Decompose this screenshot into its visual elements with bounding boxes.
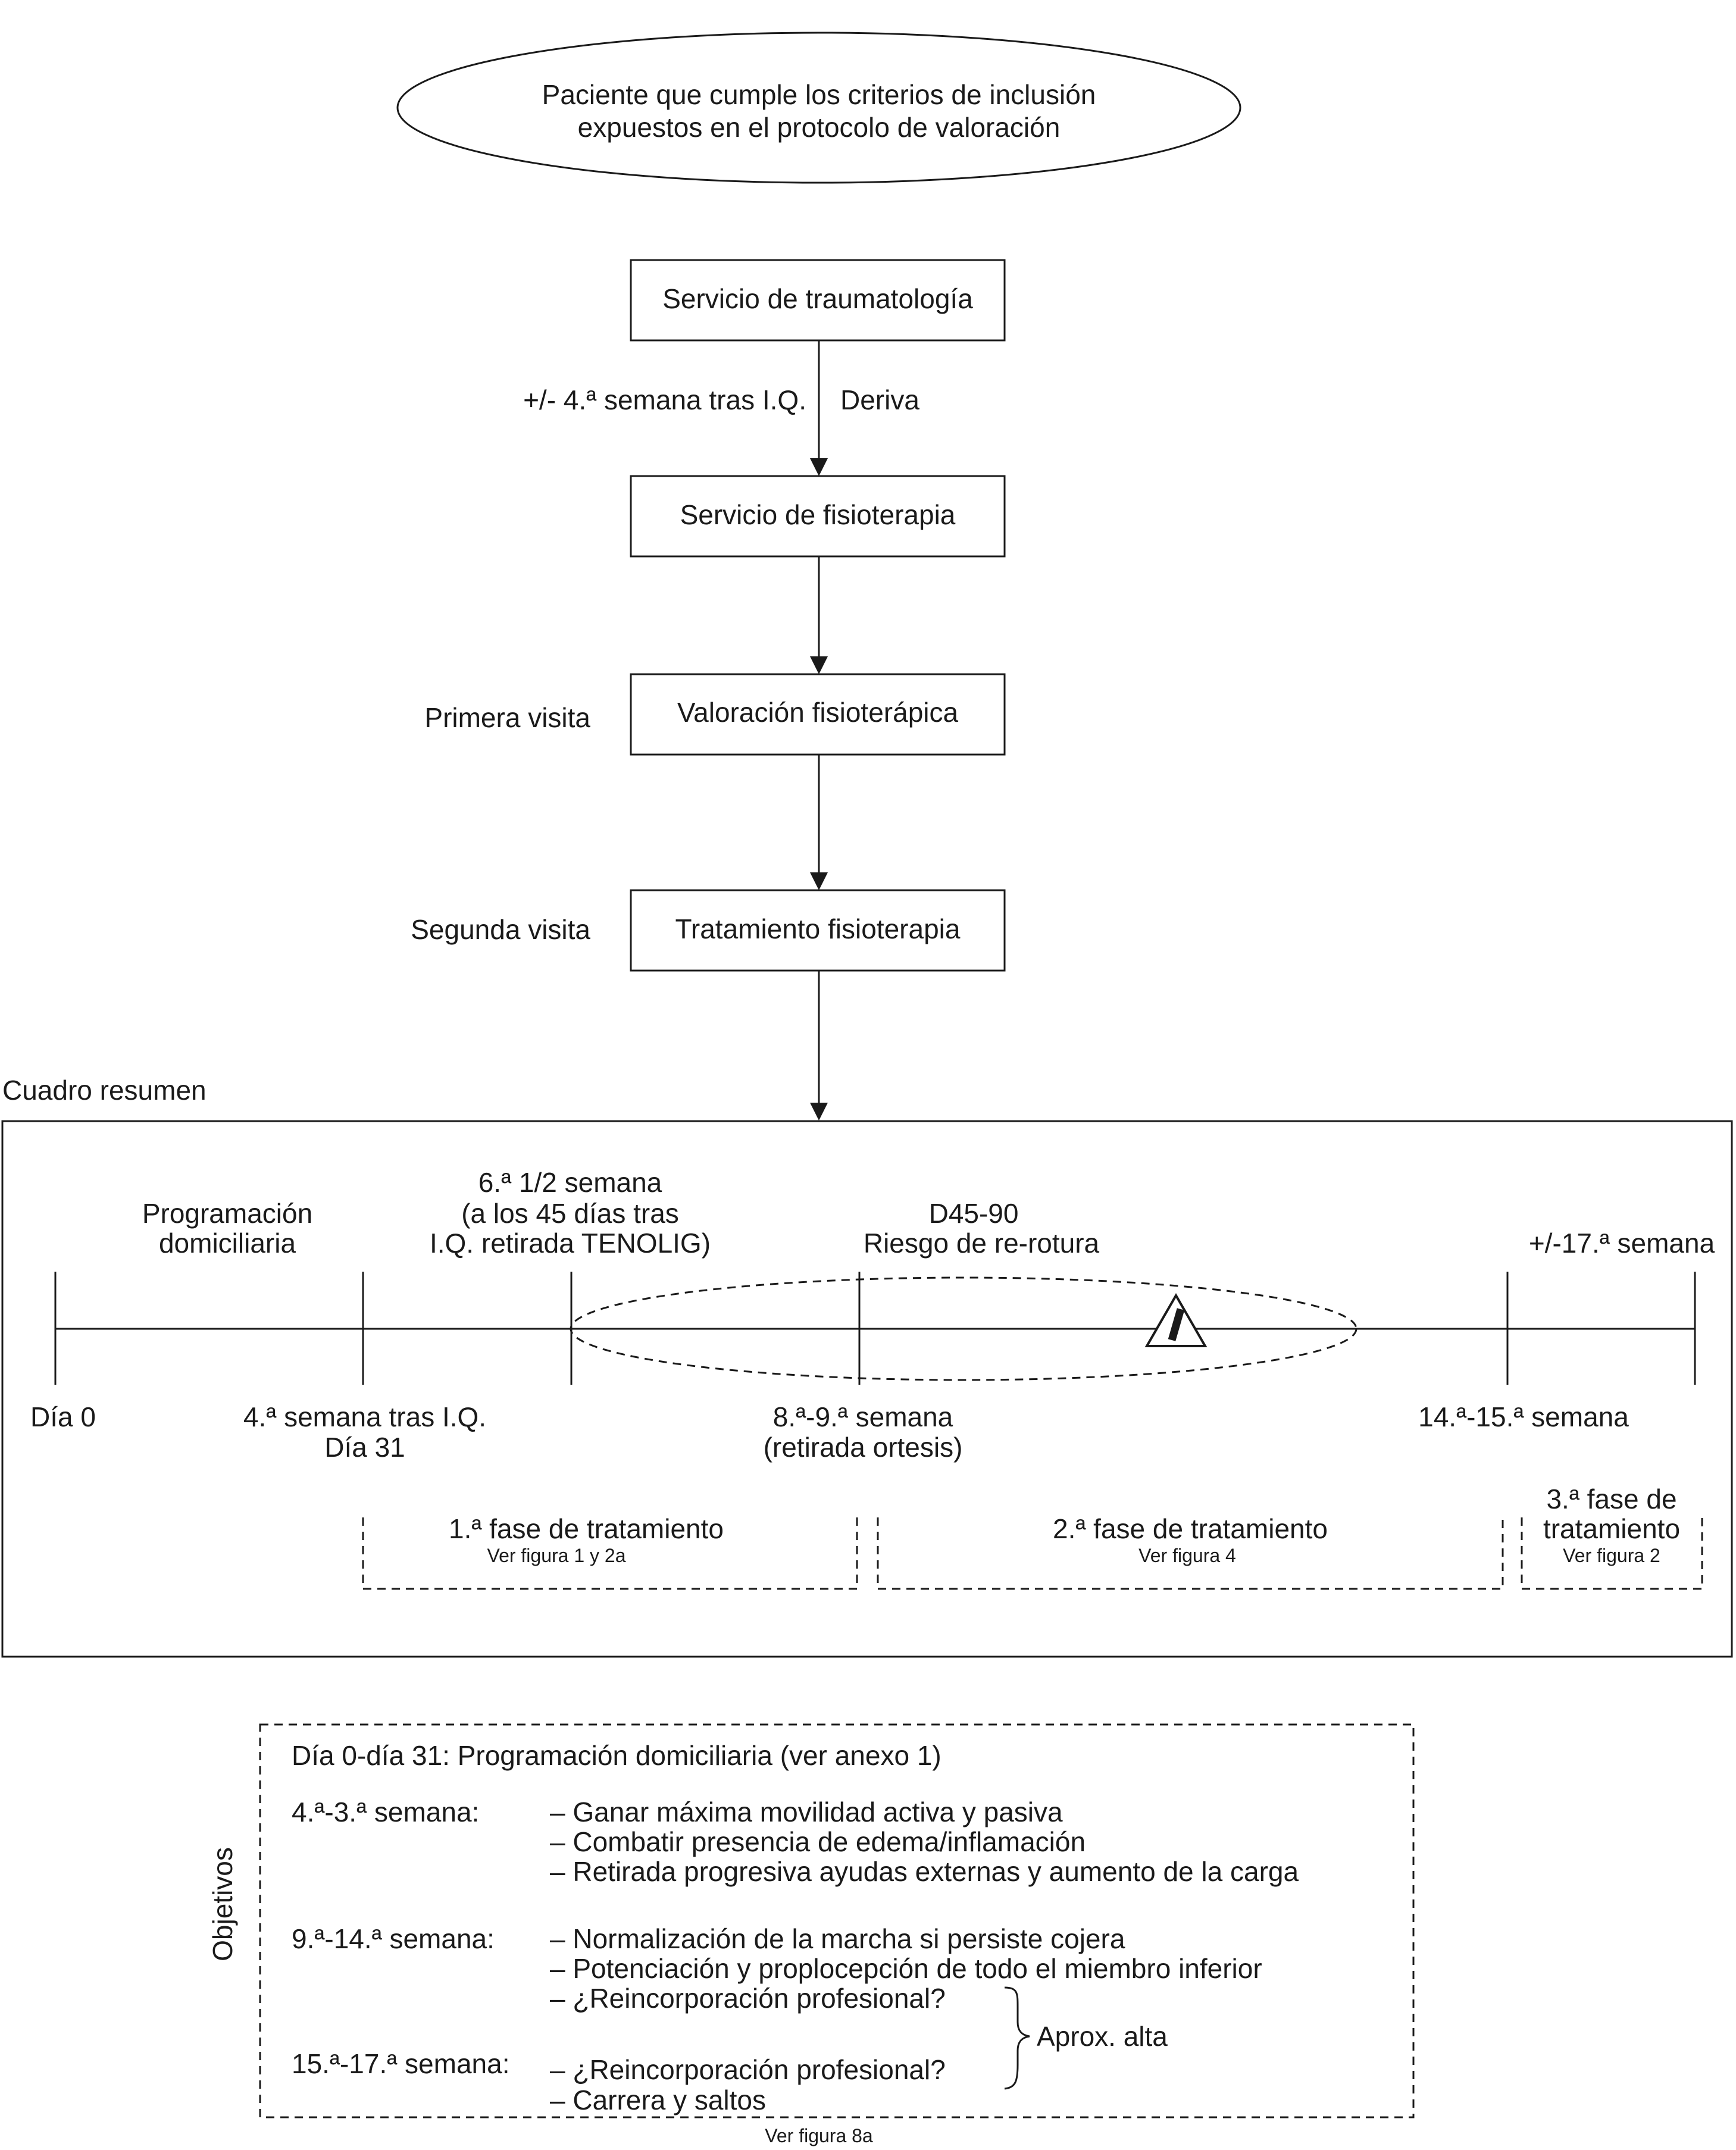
- group2-item-3: – ¿Reincorporación profesional?: [550, 1983, 946, 2014]
- fase3-title-line1: 3.ª fase de: [1546, 1484, 1676, 1514]
- d45-label-line1: D45-90: [929, 1198, 1019, 1229]
- objetivos-header: Día 0-día 31: Programación domiciliaria …: [292, 1740, 941, 1771]
- valoracion-label: Valoración fisioterápica: [677, 697, 959, 728]
- traumatologia-box: [630, 259, 1006, 342]
- group3-item-1: – ¿Reincorporación profesional?: [550, 2054, 946, 2085]
- fisioterapia-box: [630, 475, 1006, 558]
- fase1-title: 1.ª fase de tratamiento: [449, 1513, 724, 1544]
- dia0-label: Día 0: [30, 1401, 96, 1432]
- primera-visita-label: Primera visita: [424, 702, 590, 733]
- programacion-label-line1: Programación: [142, 1198, 312, 1229]
- programacion-label-line2: domiciliaria: [159, 1228, 296, 1259]
- semana1415-label: 14.ª-15.ª semana: [1418, 1401, 1629, 1432]
- tratamiento-label: Tratamiento fisioterapia: [675, 913, 961, 944]
- semana17-label: +/-17.ª semana: [1529, 1228, 1715, 1259]
- d45-label-line2: Riesgo de re-rotura: [864, 1228, 1100, 1259]
- fase3-ref: Ver figura 2: [1563, 1545, 1660, 1566]
- semana89-label-line1: 8.ª-9.ª semana: [773, 1401, 953, 1432]
- semana6-label-line3: I.Q. retirada TENOLIG): [430, 1228, 711, 1259]
- group2-label: 9.ª-14.ª semana:: [292, 1923, 495, 1954]
- start-node-ellipse: [396, 32, 1241, 184]
- objetivos-side-label: Objetivos: [207, 1847, 238, 1961]
- fase3-bracket: [1521, 1517, 1703, 1590]
- semana-tras-iq-label: +/- 4.ª semana tras I.Q.: [523, 384, 806, 415]
- semana89-label-line2: (retirada ortesis): [764, 1432, 963, 1463]
- fase2-ref: Ver figura 4: [1138, 1545, 1236, 1566]
- summary-title: Cuadro resumen: [2, 1075, 207, 1106]
- traumatologia-label: Servicio de traumatología: [662, 283, 973, 314]
- summary-box: [1, 1120, 1733, 1658]
- deriva-label: Deriva: [840, 384, 919, 415]
- group1-item-1: – Ganar máxima movilidad activa y pasiva: [550, 1797, 1063, 1827]
- group3-label: 15.ª-17.ª semana:: [292, 2048, 509, 2079]
- valoracion-box: [630, 673, 1006, 756]
- tratamiento-box: [630, 889, 1006, 972]
- footer-ref: Ver figura 8a: [765, 2125, 873, 2146]
- group2-item-2: – Potenciación y proplocepción de todo e…: [550, 1953, 1262, 1984]
- group1-item-3: – Retirada progresiva ayudas externas y …: [550, 1856, 1299, 1887]
- semana6-label-line1: 6.ª 1/2 semana: [478, 1167, 662, 1198]
- fase1-bracket: [362, 1517, 858, 1590]
- alta-brace: [1004, 1986, 1030, 2090]
- fase2-title: 2.ª fase de tratamiento: [1053, 1513, 1328, 1544]
- fase1-ref: Ver figura 1 y 2a: [487, 1545, 625, 1566]
- semana4-label-line2: Día 31: [324, 1432, 405, 1463]
- brace-label: Aprox. alta: [1037, 2021, 1168, 2052]
- group1-label: 4.ª-3.ª semana:: [292, 1797, 479, 1827]
- objetivos-box: [259, 1723, 1415, 2118]
- start-node-line2: expuestos en el protocolo de valoración: [578, 112, 1061, 143]
- segunda-visita-label: Segunda visita: [411, 914, 590, 945]
- group3-item-2: – Carrera y saltos: [550, 2085, 766, 2115]
- start-node-line1: Paciente que cumple los criterios de inc…: [542, 79, 1096, 110]
- semana6-label-line2: (a los 45 días tras: [461, 1198, 679, 1229]
- group1-item-2: – Combatir presencia de edema/inflamació…: [550, 1826, 1086, 1857]
- fase3-title-line2: tratamiento: [1543, 1513, 1680, 1544]
- risk-period-ellipse: [570, 1276, 1357, 1381]
- group2-item-1: – Normalización de la marcha si persiste…: [550, 1923, 1125, 1954]
- warning-icon: [1144, 1292, 1208, 1347]
- fase2-bracket: [877, 1517, 1504, 1590]
- semana4-label-line1: 4.ª semana tras I.Q.: [243, 1401, 486, 1432]
- fisioterapia-label: Servicio de fisioterapia: [680, 499, 956, 530]
